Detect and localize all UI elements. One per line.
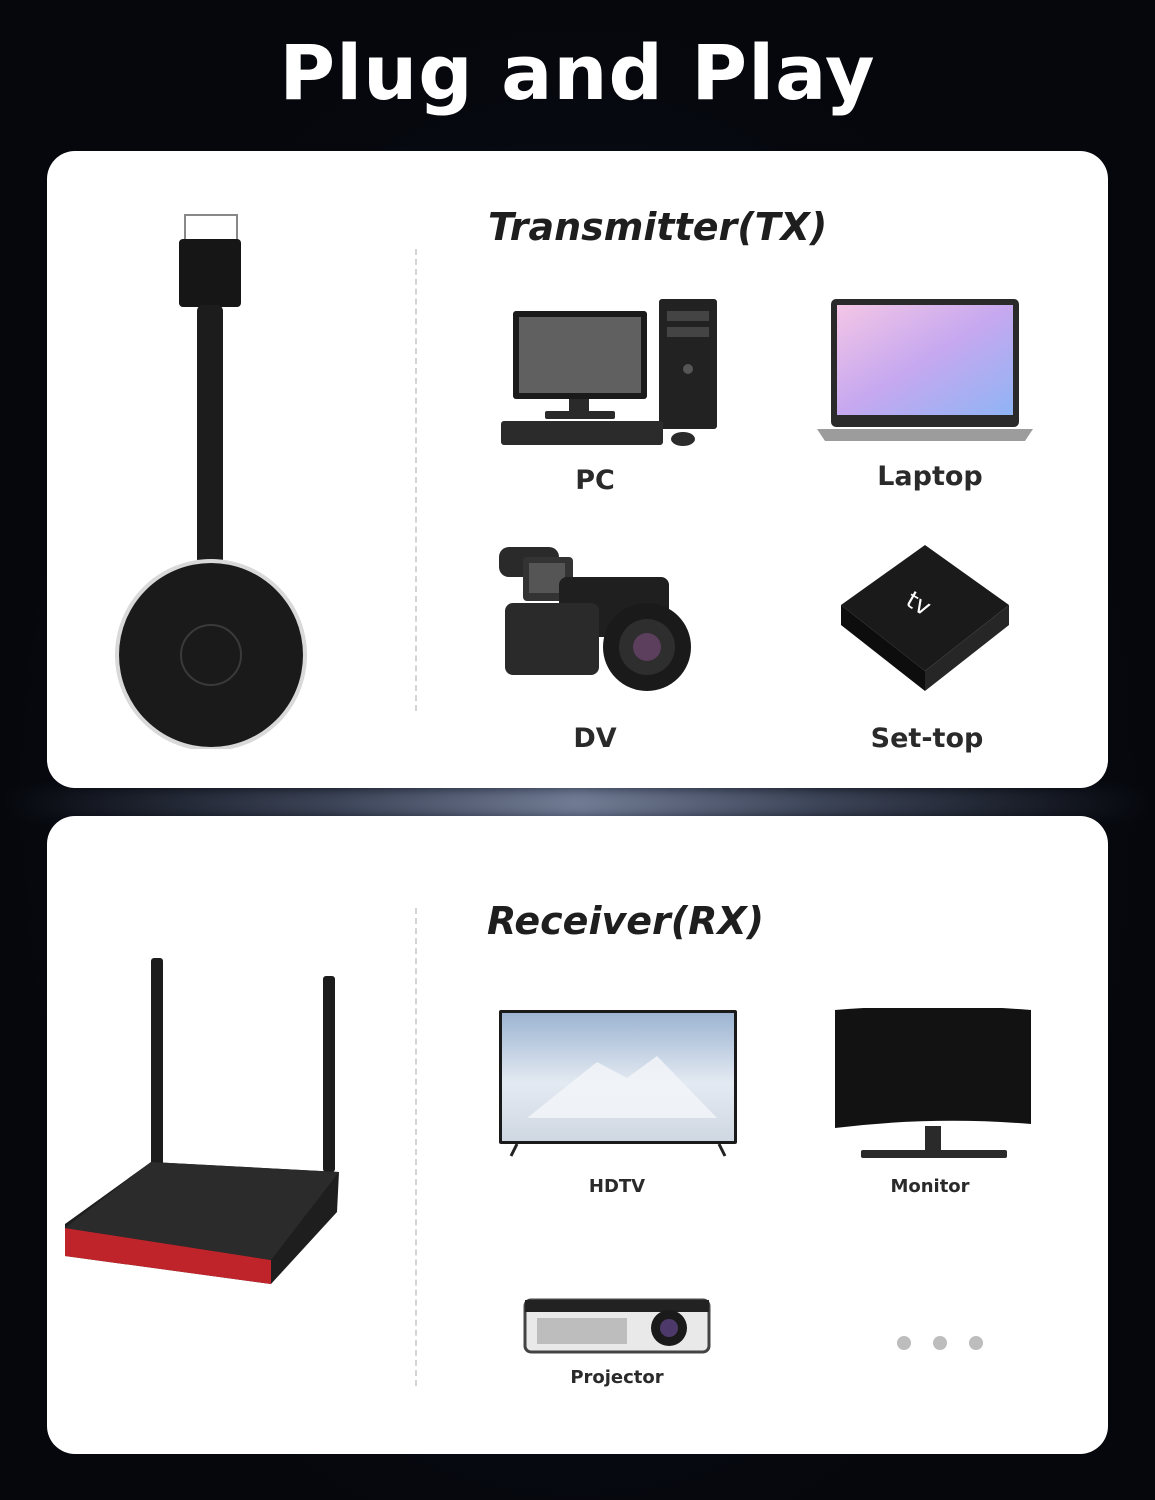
dot — [897, 1336, 911, 1350]
hdmi-transmitter-dongle-icon — [115, 214, 307, 749]
device-label-hdtv: HDTV — [588, 1176, 646, 1197]
more-dots-icon — [897, 1336, 983, 1350]
device-label-dv: DV — [573, 723, 617, 754]
receiver-card: Receiver(RX) HDTV Monitor Projector — [47, 816, 1108, 1454]
vertical-divider — [415, 908, 417, 1386]
monitor-icon — [835, 1008, 1031, 1158]
device-label-pc: PC — [575, 465, 615, 496]
vertical-divider — [415, 249, 417, 711]
receiver-title: Receiver(RX) — [487, 899, 765, 943]
device-label-monitor: Monitor — [890, 1176, 970, 1197]
device-label-set-top: Set-top — [870, 723, 984, 754]
glow-divider — [0, 788, 1155, 818]
set-top-box-icon: tv — [841, 545, 1009, 691]
laptop-icon — [817, 299, 1033, 441]
tv-icon — [499, 1010, 737, 1157]
receiver-box-icon — [65, 958, 339, 1284]
device-label-projector: Projector — [570, 1367, 664, 1388]
page-title: Plug and Play — [279, 28, 876, 117]
desktop-pc-icon — [501, 299, 717, 446]
projector-icon — [523, 1298, 711, 1354]
camcorder-icon — [499, 547, 691, 691]
transmitter-title: Transmitter(TX) — [488, 205, 828, 249]
device-label-laptop: Laptop — [877, 461, 983, 492]
dot — [933, 1336, 947, 1350]
transmitter-card: Transmitter(TX) PC Laptop — [47, 151, 1108, 788]
dot — [969, 1336, 983, 1350]
